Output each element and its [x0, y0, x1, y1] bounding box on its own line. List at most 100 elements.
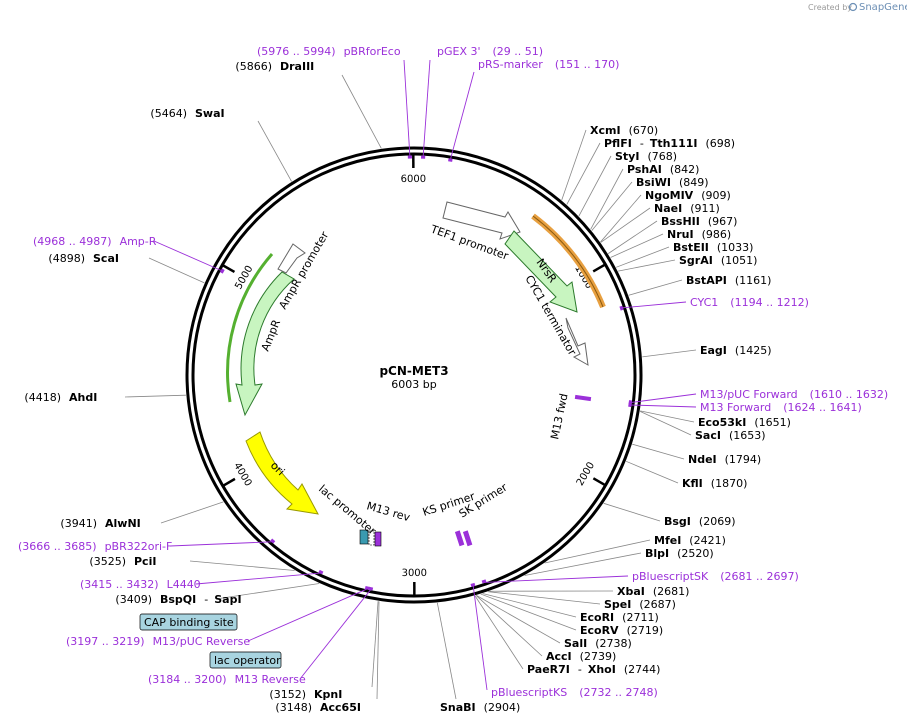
site-leader — [590, 168, 624, 230]
site-label-mfei: MfeI(2421) — [654, 534, 726, 547]
site-name: PciI — [134, 555, 156, 568]
site-label-draiii: (5866)DraIII — [235, 60, 314, 73]
site-name: DraIII — [280, 60, 314, 73]
site-position: (3152) — [269, 688, 306, 701]
primer-range: (29 .. 51) — [493, 45, 544, 58]
primer-mark — [368, 586, 374, 591]
primer-leader — [450, 71, 475, 160]
site-leader — [487, 591, 601, 605]
tick-label: 2000 — [575, 460, 597, 488]
primer-label: (3415 .. 3432)L4440 — [80, 578, 201, 591]
ampr-band — [226, 253, 274, 403]
site-position: (4418) — [24, 391, 61, 404]
site-label-swai: (5464)SwaI — [150, 107, 224, 120]
primer-name: pRS-marker — [478, 58, 543, 71]
primer-label: pBluescriptSK(2681 .. 2697) — [632, 570, 799, 583]
feature-label-m13-rev: M13 rev — [365, 499, 412, 524]
snapgene-logo-icon — [848, 2, 858, 12]
primer-name: M13/pUC Reverse — [153, 635, 251, 648]
primer-mark — [220, 268, 225, 274]
site-name: BsgI — [664, 515, 691, 528]
site-name: BspQI — [160, 593, 196, 606]
primer-leader — [403, 59, 411, 157]
site-leader — [524, 552, 642, 576]
site-label-sali: SalI(2738) — [564, 637, 632, 650]
site-label-bsteii: BstEII(1033) — [673, 241, 753, 254]
primer-leader — [247, 588, 368, 642]
site-sep: - — [204, 593, 208, 606]
tick-label: 3000 — [402, 568, 427, 579]
site-label-pcii: (3525) PciI — [89, 555, 156, 568]
site-label-bspqi: (3409)BspQI-SapI — [115, 593, 241, 606]
site-position: (911) — [690, 202, 720, 215]
site-label-acc65i: (3148)Acc65I — [275, 701, 361, 714]
site-name: NruI — [667, 228, 694, 241]
site-labels: XcmI(670)PflFI-Tth111I(698)StyI(768)PshA… — [18, 45, 888, 714]
site-label-kpni: (3152)KpnI — [269, 688, 342, 701]
plasmid-name: pCN-MET3 — [379, 364, 448, 378]
primer-label: M13 Forward(1624 .. 1641) — [700, 401, 862, 414]
site-label-pshai: PshAI(842) — [627, 163, 699, 176]
primer-name: M13/pUC Forward — [700, 388, 798, 401]
site-position: (2681) — [653, 585, 690, 598]
primer-label: (3666 .. 3685)pBR322ori-F — [18, 540, 172, 553]
site-label-snabi: SnaBI(2904) — [440, 701, 520, 714]
site-label-naei: NaeI(911) — [654, 202, 720, 215]
site-leader — [371, 601, 379, 688]
cyc1-terminator-arrow — [565, 317, 589, 366]
primer-name: pBRforEco — [344, 45, 401, 58]
site-position: (967) — [708, 215, 738, 228]
primer-leader — [195, 572, 321, 585]
site-leader — [566, 142, 601, 205]
site-leader — [476, 594, 561, 644]
plasmid-size: 6003 bp — [391, 378, 436, 391]
site-name: PflFI — [604, 137, 632, 150]
primer-name: pGEX 3' — [437, 45, 481, 58]
site-position: (986) — [702, 228, 732, 241]
tick-label: 5000 — [233, 264, 255, 292]
feature-label-m13-fwd: M13 fwd — [548, 392, 570, 440]
primer-range: (3184 .. 3200) — [148, 673, 227, 686]
site-name: SacI — [695, 429, 721, 442]
site-sep: - — [640, 137, 644, 150]
site-name: StyI — [615, 150, 639, 163]
site-name-2: SapI — [214, 593, 241, 606]
site-position: (849) — [679, 176, 709, 189]
site-name: EcoRV — [580, 624, 619, 637]
backbone-outer — [185, 146, 643, 604]
primer-label: M13/pUC Forward(1610 .. 1632) — [700, 388, 888, 401]
primer-range: (2732 .. 2748) — [579, 686, 658, 699]
site-leader — [436, 602, 457, 700]
ampr-arrow — [235, 271, 295, 417]
m13-rev-mark — [374, 531, 382, 547]
site-label-eco53ki: Eco53kI(1651) — [698, 416, 791, 429]
site-leader — [482, 593, 577, 618]
site-name: SwaI — [195, 107, 225, 120]
primer-range: (3415 .. 3432) — [80, 578, 159, 591]
site-position: (698) — [705, 137, 735, 150]
site-leader — [639, 410, 692, 436]
site-leader — [544, 539, 651, 564]
site-label-eagi: EagI(1425) — [700, 344, 771, 357]
primer-label: (3197 .. 3219)M13/pUC Reverse — [66, 635, 250, 648]
primer-mark — [448, 158, 453, 162]
site-position: (768) — [647, 150, 677, 163]
site-leader — [607, 220, 658, 254]
site-label-sgrai: SgrAI(1051) — [679, 254, 757, 267]
primer-label: pBluescriptKS(2732 .. 2748) — [491, 686, 658, 699]
site-position: (2739) — [580, 650, 617, 663]
site-position: (2069) — [699, 515, 736, 528]
site-leader — [578, 155, 612, 217]
site-leader — [591, 181, 633, 231]
site-name: PaeR7I — [527, 663, 570, 676]
site-position: (3525) — [89, 555, 126, 568]
snapgene-brand: SnapGene — [859, 2, 907, 13]
site-label-styi: StyI (768) — [615, 150, 677, 163]
primer-label: (4968 .. 4987)Amp-R — [33, 235, 157, 248]
site-position: (1653) — [729, 429, 766, 442]
site-leader — [603, 502, 661, 522]
site-leader — [615, 246, 670, 268]
site-position: (4898) — [48, 252, 85, 265]
ampr-promoter-arrow — [277, 243, 306, 274]
